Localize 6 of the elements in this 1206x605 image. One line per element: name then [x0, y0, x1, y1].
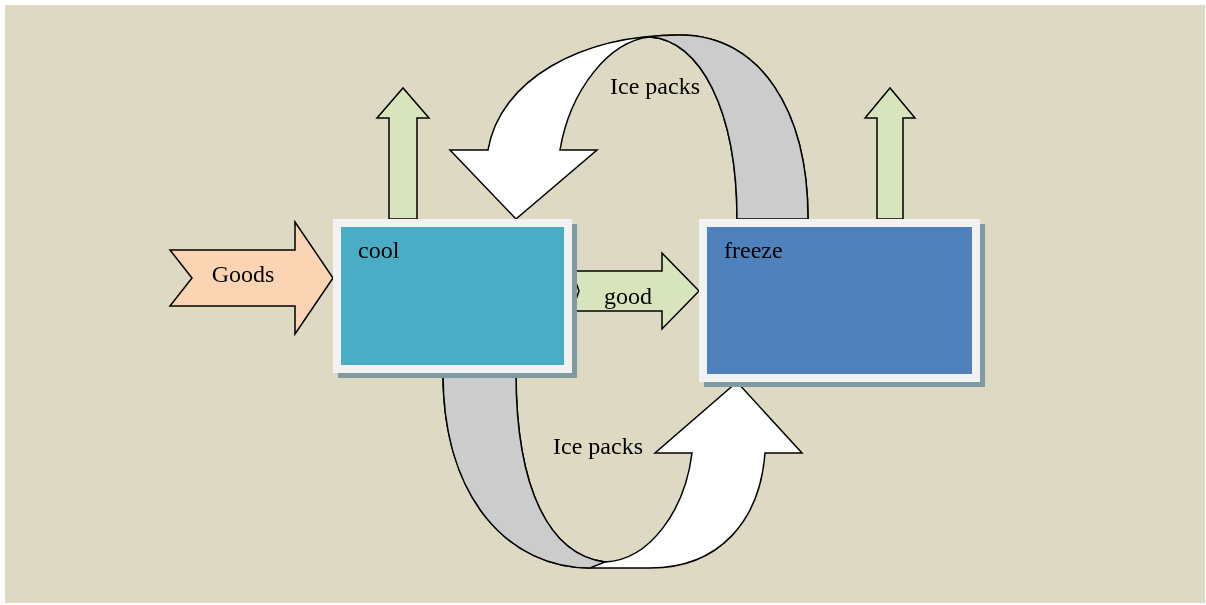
edge-label: Ice packs [553, 432, 643, 460]
box-label: cool [358, 237, 400, 264]
box-label: freeze [724, 237, 783, 264]
edge-label: good [604, 282, 652, 310]
edge-label: Ice packs [610, 72, 700, 100]
edge-label: Goods [211, 260, 275, 288]
